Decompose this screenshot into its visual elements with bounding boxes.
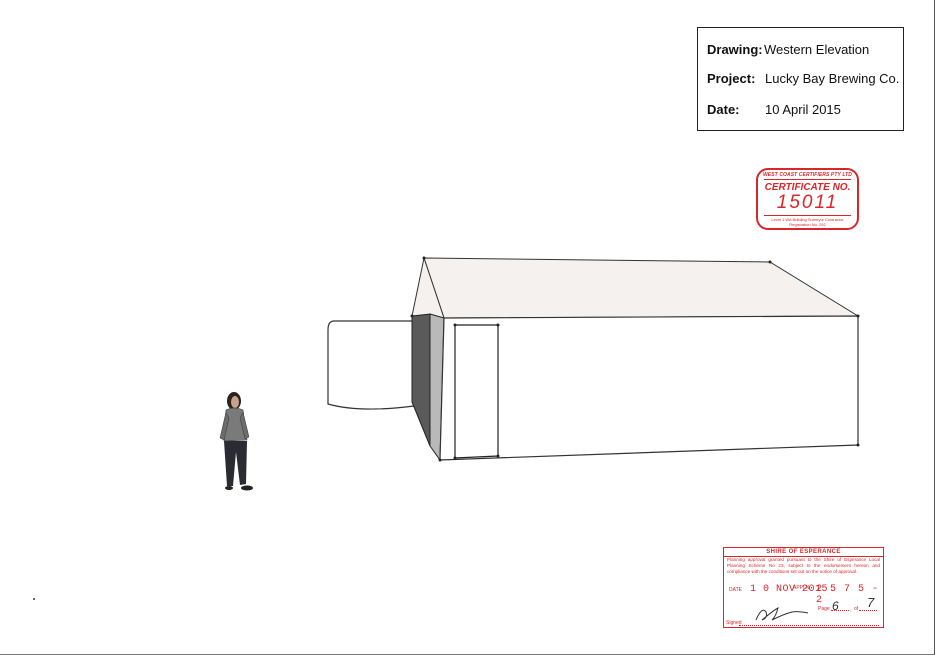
- registration-line-2: Registration No. 292: [789, 222, 826, 227]
- drawing-value: Western Elevation: [764, 42, 870, 57]
- application-label: APPLN: [793, 585, 810, 591]
- date-value: 10 April 2015: [765, 102, 841, 117]
- project-row: Project: Lucky Bay Brewing Co.: [707, 71, 899, 86]
- drawing-row: Drawing: Western Elevation: [707, 42, 869, 57]
- shire-header: SHIRE OF ESPERANCE: [766, 549, 841, 555]
- page-number: 6: [832, 599, 839, 613]
- certifier-company: WEST COAST CERTIFIERS PTY LTD: [762, 172, 852, 178]
- handwritten-signature-icon: [755, 607, 809, 621]
- registration-line-1: Level 1 WA Building Surveyor Contractor: [771, 217, 844, 222]
- of-label: of: [854, 606, 859, 612]
- doorway: [454, 324, 499, 459]
- planning-approval-stamp: SHIRE OF ESPERANCE Planning approval gra…: [723, 547, 884, 628]
- person-figure-icon: [219, 392, 253, 491]
- date-label: Date:: [707, 102, 740, 117]
- page-total: 7: [867, 595, 875, 610]
- date-row: Date: 10 April 2015: [707, 102, 841, 117]
- drawing-label: Drawing:: [707, 42, 763, 57]
- certificate-heading: CERTIFICATE NO.: [764, 182, 851, 193]
- shadow-wall: [411, 313, 431, 447]
- stamp-date-value: 1 0 NOV 2015: [750, 584, 829, 595]
- certificate-stamp: WEST COAST CERTIFIERS PTY LTD CERTIFICAT…: [756, 168, 859, 230]
- stamp-date-label: DATE: [729, 587, 742, 593]
- title-block: Drawing: Western Elevation Project: Luck…: [697, 27, 904, 131]
- project-value: Lucky Bay Brewing Co.: [765, 71, 900, 86]
- roof-surface: [423, 257, 860, 319]
- main-wall: [439, 315, 859, 461]
- certificate-number: 15011: [776, 192, 839, 213]
- approval-text: Planning approval granted pursuant to th…: [727, 557, 880, 574]
- annex-structure: [327, 320, 415, 410]
- scan-speck: [33, 598, 35, 600]
- signed-label: Signed: [726, 620, 742, 626]
- project-label: Project:: [707, 71, 756, 86]
- page-label: Page: [818, 606, 830, 612]
- application-number: 2 5 7 5 - 2: [816, 584, 880, 606]
